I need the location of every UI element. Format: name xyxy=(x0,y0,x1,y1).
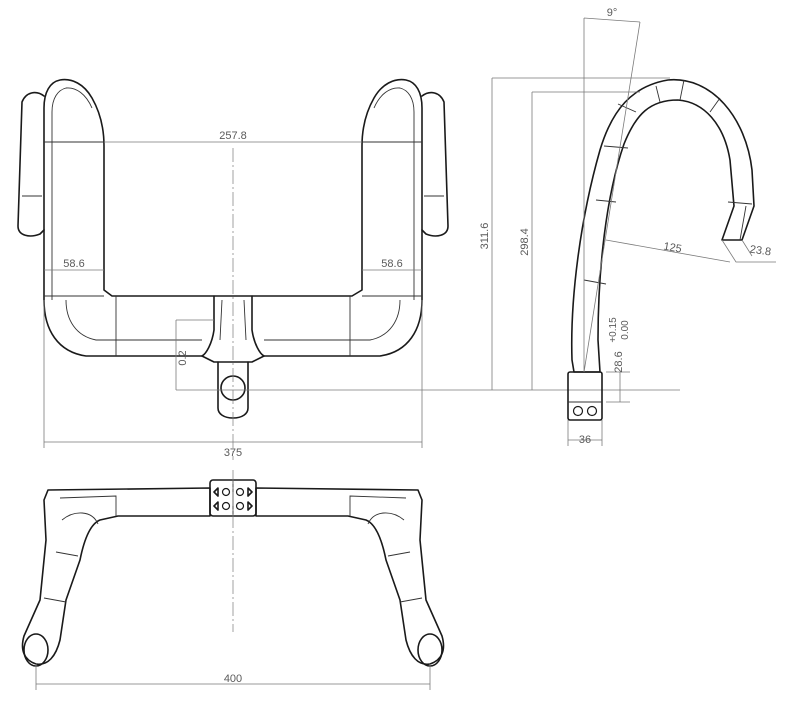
front-stem-clamp xyxy=(201,295,265,357)
dim-clamp-tol-upper: +0.15 xyxy=(608,317,619,343)
front-view: 257.8 58.6 58.6 0.2 375 xyxy=(17,78,680,460)
front-right-bar-end xyxy=(421,91,449,237)
dim-reach: 125 xyxy=(662,241,682,256)
dim-height-total: 311.6 xyxy=(479,223,491,250)
front-left-bar-end xyxy=(17,91,45,237)
dim-clamp-width: 36 xyxy=(579,434,591,446)
top-bar-outline xyxy=(21,487,211,665)
side-bolt-1 xyxy=(572,405,584,417)
dim-clamp-diameter: 28.6 xyxy=(613,351,625,372)
dim-width-top: 375 xyxy=(224,447,242,459)
top-bolt-1 xyxy=(221,487,231,497)
top-left-bar-end xyxy=(23,633,49,667)
top-right-bar-end xyxy=(417,633,443,667)
side-view: 9° 311.6 298.4 125 23.8 28.6 +0.15 0.00 … xyxy=(479,7,776,446)
dim-drop-left: 58.6 xyxy=(63,258,84,270)
dim-drop-right: 58.6 xyxy=(381,258,402,270)
side-profile xyxy=(570,79,755,373)
dim-height-inner: 298.4 xyxy=(519,228,531,256)
top-view: 400 xyxy=(21,470,445,690)
dim-clamp-tol-lower: 0.00 xyxy=(620,320,631,340)
dim-flare-angle: 9° xyxy=(607,7,618,19)
top-bolt-4 xyxy=(235,501,245,511)
side-stem-clamp xyxy=(567,371,603,421)
top-bolt-2 xyxy=(235,487,245,497)
top-bolt-3 xyxy=(221,501,231,511)
dim-inner-width: 257.8 xyxy=(219,130,247,142)
dim-offset: 0.2 xyxy=(177,350,189,365)
side-bolt-2 xyxy=(586,405,598,417)
dim-end-diameter: 23.8 xyxy=(749,244,772,259)
dim-width-bottom: 400 xyxy=(224,673,242,685)
